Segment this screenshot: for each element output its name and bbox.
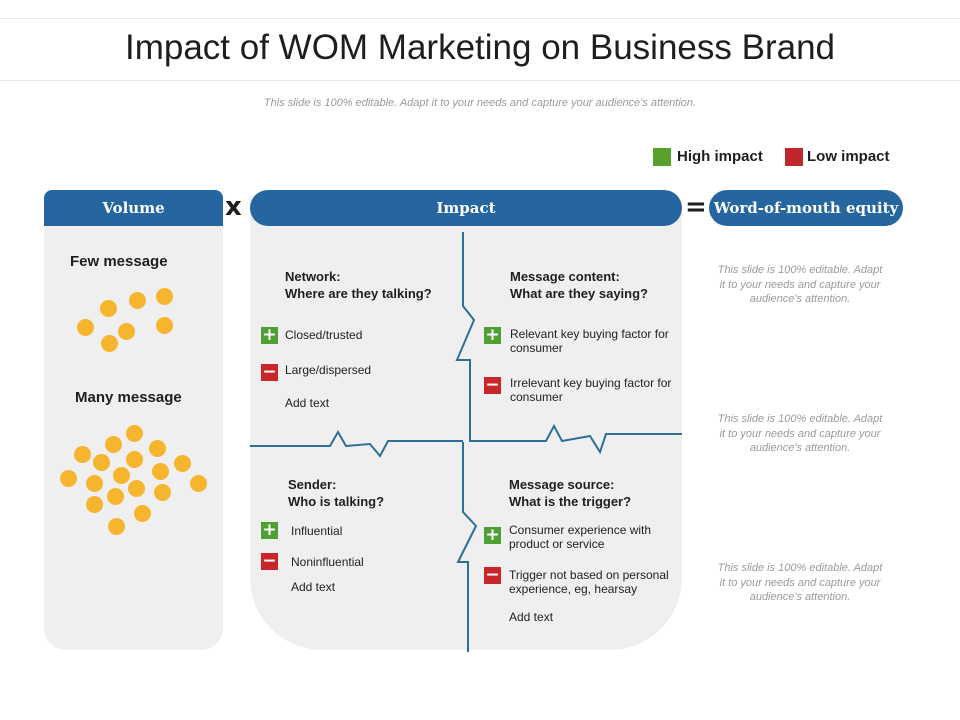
sender-minus-item: Noninfluential bbox=[291, 555, 364, 569]
side-note-3: This slide is 100% editable. Adapt it to… bbox=[717, 562, 883, 603]
message-dot-icon bbox=[86, 496, 103, 513]
message-dot-icon bbox=[152, 463, 169, 480]
network-add-text: Add text bbox=[285, 396, 330, 410]
message-dot-icon bbox=[100, 300, 117, 317]
message-dot-icon bbox=[126, 425, 143, 442]
volume-header: Volume bbox=[44, 190, 223, 226]
title-rule bbox=[0, 80, 960, 81]
message-dot-icon bbox=[74, 446, 91, 463]
content-plus-item: Relevant key buying factor for consumer bbox=[510, 327, 669, 355]
times-operator: x bbox=[225, 192, 242, 222]
message-dot-icon bbox=[190, 475, 207, 492]
impact-panel bbox=[250, 210, 682, 650]
message-dot-icon bbox=[156, 317, 173, 334]
sender-plus-item: Influential bbox=[291, 524, 343, 538]
message-dot-icon bbox=[118, 323, 135, 340]
message-dot-icon bbox=[128, 480, 145, 497]
slide-subtitle: This slide is 100% editable. Adapt it to… bbox=[263, 97, 697, 109]
minus-icon: − bbox=[261, 362, 278, 382]
message-dot-icon bbox=[156, 288, 173, 305]
message-dot-icon bbox=[154, 484, 171, 501]
message-dot-icon bbox=[126, 451, 143, 468]
impact-header: Impact bbox=[250, 190, 682, 226]
legend-high-label: High impact bbox=[677, 148, 763, 165]
plus-icon: + bbox=[484, 325, 501, 345]
message-dot-icon bbox=[107, 488, 124, 505]
sender-title: Sender: Who is talking? bbox=[288, 477, 385, 509]
message-dot-icon bbox=[113, 467, 130, 484]
legend-low-swatch bbox=[785, 148, 803, 166]
sender-add-text: Add text bbox=[291, 580, 336, 594]
side-note-1: This slide is 100% editable. Adapt it to… bbox=[717, 264, 883, 305]
plus-icon: + bbox=[484, 525, 501, 545]
equals-operator: = bbox=[685, 192, 707, 222]
source-title: Message source: What is the trigger? bbox=[509, 477, 632, 509]
plus-icon: + bbox=[261, 325, 278, 345]
content-title: Message content: What are they saying? bbox=[510, 269, 648, 301]
message-dot-icon bbox=[93, 454, 110, 471]
many-message-label: Many message bbox=[75, 389, 182, 406]
plus-icon: + bbox=[261, 520, 278, 540]
network-minus-item: Large/dispersed bbox=[285, 363, 372, 377]
quadrant-dividers bbox=[250, 232, 682, 652]
minus-icon: − bbox=[261, 551, 278, 571]
side-note-2: This slide is 100% editable. Adapt it to… bbox=[717, 413, 883, 454]
source-plus-item: Consumer experience with product or serv… bbox=[509, 523, 652, 551]
message-dot-icon bbox=[108, 518, 125, 535]
message-dot-icon bbox=[174, 455, 191, 472]
message-dot-icon bbox=[149, 440, 166, 457]
legend-high-swatch bbox=[653, 148, 671, 166]
minus-icon: − bbox=[484, 565, 501, 585]
minus-icon: − bbox=[484, 375, 501, 395]
legend-low-label: Low impact bbox=[807, 148, 890, 165]
message-dot-icon bbox=[77, 319, 94, 336]
few-message-label: Few message bbox=[70, 253, 168, 270]
source-minus-item: Trigger not based on personal experience… bbox=[509, 568, 669, 596]
message-dot-icon bbox=[60, 470, 77, 487]
network-title: Network: Where are they talking? bbox=[285, 269, 432, 301]
message-dot-icon bbox=[129, 292, 146, 309]
source-add-text: Add text bbox=[509, 610, 554, 624]
top-rule bbox=[0, 18, 960, 19]
message-dot-icon bbox=[134, 505, 151, 522]
message-dot-icon bbox=[101, 335, 118, 352]
network-plus-item: Closed/trusted bbox=[285, 328, 363, 342]
message-dot-icon bbox=[105, 436, 122, 453]
slide-title: Impact of WOM Marketing on Business Bran… bbox=[125, 28, 835, 67]
message-dot-icon bbox=[86, 475, 103, 492]
content-minus-item: Irrelevant key buying factor for consume… bbox=[510, 376, 672, 404]
equity-header: Word-of-mouth equity bbox=[709, 190, 903, 226]
